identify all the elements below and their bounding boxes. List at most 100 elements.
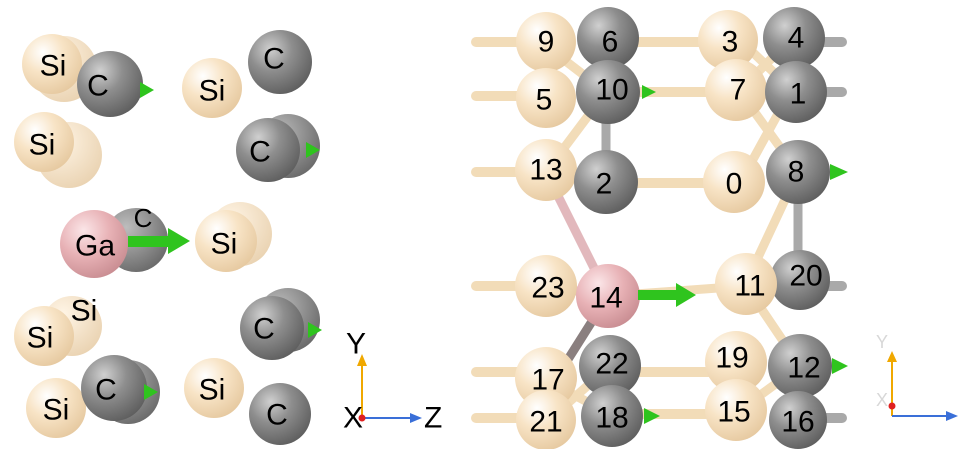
atom-sphere xyxy=(576,264,640,328)
atom-c: 20 xyxy=(770,250,830,310)
displacement-arrow xyxy=(830,164,848,180)
atom-sphere xyxy=(515,255,577,317)
atom-si: Si xyxy=(195,210,257,272)
atom-sphere xyxy=(581,385,643,447)
atom-sphere xyxy=(768,334,832,398)
atom-label: 16 xyxy=(781,406,814,439)
atom-sphere xyxy=(769,391,827,449)
atom-si: 0 xyxy=(703,151,765,213)
atom-c: 10 xyxy=(576,60,656,124)
atom-sphere xyxy=(182,58,242,118)
atom-si: Si xyxy=(182,58,242,118)
atom-sphere xyxy=(515,139,577,201)
atom-c: 12 xyxy=(768,334,848,398)
atom-label: 20 xyxy=(789,260,822,293)
atom-label: Si xyxy=(29,129,56,162)
atom-c: C xyxy=(240,296,322,360)
atom-label: Si xyxy=(199,75,226,108)
atom-si: 9 xyxy=(516,12,576,72)
displacement-arrow xyxy=(140,82,154,98)
right-panel: 9 6 3 4 5 10 7 1 xyxy=(471,7,958,449)
atom-label: Si xyxy=(43,394,70,427)
atom-label: Si xyxy=(211,228,238,261)
displacement-arrow xyxy=(308,322,322,338)
atom-label: 12 xyxy=(787,352,820,385)
displacement-arrow xyxy=(638,283,696,307)
displacement-arrow xyxy=(642,85,656,99)
displacement-arrow xyxy=(306,142,320,158)
atom-si: 19 xyxy=(705,331,767,393)
atom-si: 7 xyxy=(705,59,767,121)
atom-sphere xyxy=(715,253,777,315)
atom-sphere xyxy=(705,379,767,441)
atom-si: 5 xyxy=(516,68,576,128)
atom-label: 21 xyxy=(529,406,562,439)
x-axis-label: X xyxy=(343,402,363,435)
z-axis-arrowhead xyxy=(946,411,958,421)
atom-c: 4 xyxy=(763,7,825,69)
atom-sphere xyxy=(703,151,765,213)
atom-label: 3 xyxy=(722,26,739,59)
atom-label: C xyxy=(253,313,275,346)
atom-c: C xyxy=(134,203,153,233)
atom-c: 22 xyxy=(579,335,641,397)
atom-sphere xyxy=(240,296,304,360)
displacement-arrow xyxy=(128,228,190,254)
atom-si: Si xyxy=(14,306,74,366)
atom-si: 23 xyxy=(515,255,577,317)
atom-si: 15 xyxy=(705,379,767,441)
atom-c: 16 xyxy=(769,391,827,449)
atom-c: 6 xyxy=(577,7,639,69)
axis-origin xyxy=(358,414,366,422)
atom-label: 1 xyxy=(790,78,807,111)
atom-label: 5 xyxy=(536,84,553,117)
atom-sphere xyxy=(60,210,128,278)
atom-sphere xyxy=(577,7,639,69)
atom-sphere xyxy=(249,383,311,445)
x-axis-label: X xyxy=(876,390,888,410)
atom-si: Si xyxy=(184,358,244,418)
atom-sphere xyxy=(26,378,86,438)
atom-label: Si xyxy=(40,50,67,83)
atom-si: 21 xyxy=(516,390,576,449)
displacement-arrow xyxy=(832,358,848,374)
atom-si: 13 xyxy=(515,139,577,201)
atom-sphere xyxy=(515,347,577,409)
atom-c: 2 xyxy=(574,150,638,214)
atom-c: C xyxy=(248,30,312,94)
z-axis-arrowhead xyxy=(410,413,422,423)
atom-sphere xyxy=(248,30,312,94)
atom-sphere xyxy=(236,118,300,182)
atom-label: Si xyxy=(71,295,98,328)
atom-sphere xyxy=(184,358,244,418)
atom-label: 15 xyxy=(717,396,750,429)
y-axis-label: Y xyxy=(876,332,888,352)
displacement-arrow xyxy=(144,384,158,400)
atom-label: 11 xyxy=(734,270,765,303)
displacement-arrow xyxy=(644,408,660,424)
atom-sphere xyxy=(705,59,767,121)
atom-label: 8 xyxy=(788,156,805,189)
atom-sphere xyxy=(81,355,147,421)
atom-sphere xyxy=(516,390,576,449)
atom-ga: Ga xyxy=(60,210,128,278)
y-axis-label: Y xyxy=(346,328,366,361)
z-axis-label: Z xyxy=(424,402,442,435)
atom-si: Si xyxy=(22,34,82,94)
atom-sphere xyxy=(516,68,576,128)
atom-sphere xyxy=(766,140,830,204)
atom-label: 23 xyxy=(531,272,564,305)
atom-si: Si xyxy=(14,112,74,172)
atom-sphere xyxy=(576,60,640,124)
atom-si: 11 xyxy=(715,253,777,315)
atom-label: 2 xyxy=(596,168,613,201)
atom-si: Si xyxy=(71,295,98,328)
atom-label: 18 xyxy=(595,402,628,435)
atom-ga: 14 xyxy=(576,264,640,328)
atom-sphere xyxy=(516,12,576,72)
atom-label: 19 xyxy=(715,342,748,375)
left-panel: Si C Si Si C C Ga xyxy=(14,30,442,445)
atom-label: 6 xyxy=(602,26,619,59)
atom-si: Si xyxy=(26,378,86,438)
